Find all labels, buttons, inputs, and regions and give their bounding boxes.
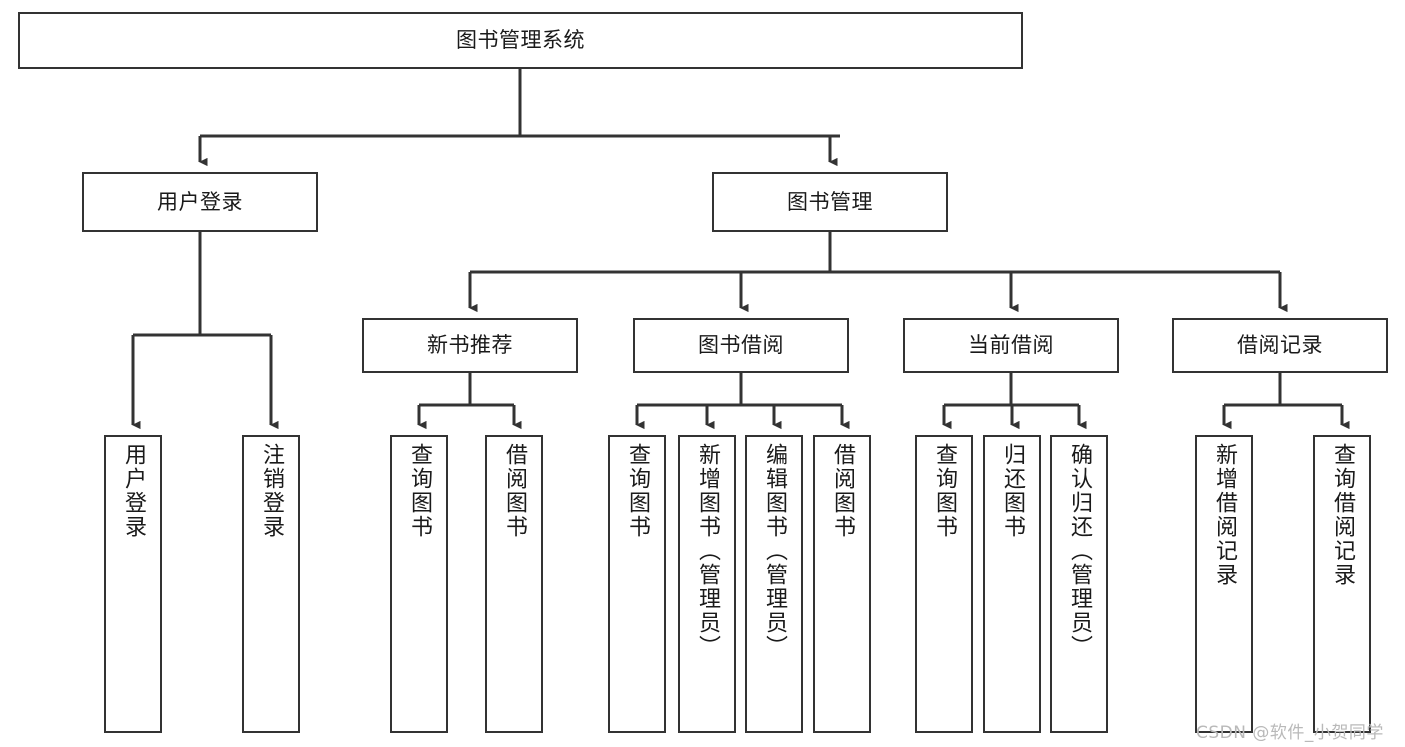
node-leaf-confirm-return-admin-label: 确认归还（管理员） [1067,443,1092,659]
node-book-management[interactable]: 图书管理 [712,172,948,232]
node-current-borrow-label: 当前借阅 [968,333,1054,358]
node-leaf-user-login-label: 用户登录 [121,443,146,539]
node-borrow-record[interactable]: 借阅记录 [1172,318,1388,373]
node-new-book-recommend[interactable]: 新书推荐 [362,318,578,373]
node-book-borrow-label: 图书借阅 [698,333,784,358]
node-new-book-recommend-label: 新书推荐 [427,333,513,358]
node-book-management-label: 图书管理 [787,189,873,214]
node-leaf-query-book-current-label: 查询图书 [932,443,957,539]
node-leaf-return-book-label: 归还图书 [1000,443,1025,539]
node-leaf-add-book-admin-label: 新增图书（管理员） [695,443,720,659]
node-leaf-borrow-book-label: 借阅图书 [830,443,855,539]
node-leaf-add-book-admin[interactable]: 新增图书（管理员） [678,435,736,733]
node-leaf-edit-book-admin[interactable]: 编辑图书（管理员） [745,435,803,733]
node-leaf-query-book-recommend-label: 查询图书 [407,443,432,539]
node-leaf-add-borrow-record-label: 新增借阅记录 [1212,443,1237,587]
node-leaf-logout[interactable]: 注销登录 [242,435,300,733]
node-leaf-borrow-book[interactable]: 借阅图书 [813,435,871,733]
node-user-login[interactable]: 用户登录 [82,172,318,232]
node-leaf-borrow-book-recommend-label: 借阅图书 [502,443,527,539]
node-current-borrow[interactable]: 当前借阅 [903,318,1119,373]
csdn-watermark: CSDN @软件_小贺同学 [1196,723,1384,743]
node-user-login-label: 用户登录 [157,189,243,214]
node-leaf-user-login[interactable]: 用户登录 [104,435,162,733]
node-leaf-borrow-book-recommend[interactable]: 借阅图书 [485,435,543,733]
node-leaf-return-book[interactable]: 归还图书 [983,435,1041,733]
node-leaf-logout-label: 注销登录 [259,443,284,539]
node-root-system[interactable]: 图书管理系统 [18,12,1023,69]
node-leaf-query-book-current[interactable]: 查询图书 [915,435,973,733]
node-leaf-query-borrow-record[interactable]: 查询借阅记录 [1313,435,1371,733]
node-leaf-query-book-borrow[interactable]: 查询图书 [608,435,666,733]
node-book-borrow[interactable]: 图书借阅 [633,318,849,373]
node-leaf-add-borrow-record[interactable]: 新增借阅记录 [1195,435,1253,733]
node-leaf-query-borrow-record-label: 查询借阅记录 [1330,443,1355,587]
node-leaf-query-book-borrow-label: 查询图书 [625,443,650,539]
node-leaf-confirm-return-admin[interactable]: 确认归还（管理员） [1050,435,1108,733]
node-leaf-query-book-recommend[interactable]: 查询图书 [390,435,448,733]
node-root-label: 图书管理系统 [456,28,585,53]
node-borrow-record-label: 借阅记录 [1237,333,1323,358]
node-leaf-edit-book-admin-label: 编辑图书（管理员） [762,443,787,659]
